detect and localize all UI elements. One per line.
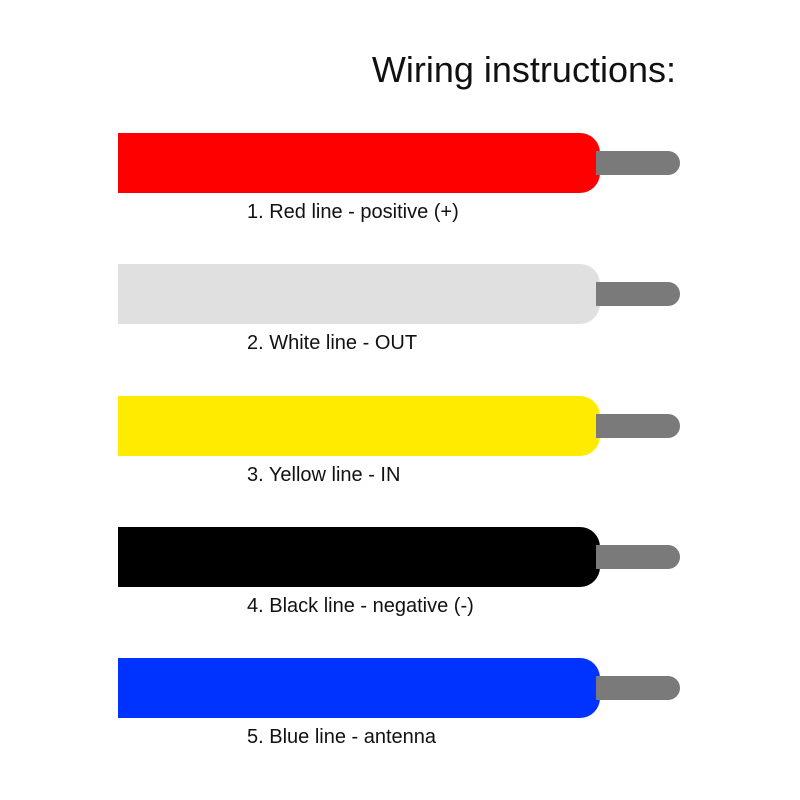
wire-insulation-blue	[118, 658, 600, 718]
wire-label-yellow: 3. Yellow line - IN	[247, 464, 401, 486]
wire-conductor-white	[596, 282, 680, 306]
wire-conductor-blue	[596, 676, 680, 700]
wire-insulation-white	[118, 264, 600, 324]
wire-conductor-yellow	[596, 414, 680, 438]
wire-conductor-red	[596, 151, 680, 175]
wire-yellow: 3. Yellow line - IN	[0, 396, 800, 506]
wire-insulation-red	[118, 133, 600, 193]
wire-label-blue: 5. Blue line - antenna	[247, 726, 437, 748]
page-title: Wiring instructions:	[371, 49, 676, 90]
wire-label-black: 4. Black line - negative (-)	[247, 595, 474, 617]
wire-label-white: 2. White line - OUT	[247, 332, 418, 354]
wire-white: 2. White line - OUT	[0, 264, 800, 374]
wire-conductor-black	[596, 545, 680, 569]
wire-label-red: 1. Red line - positive (+)	[247, 201, 459, 223]
wire-red: 1. Red line - positive (+)	[0, 133, 800, 243]
wire-blue: 5. Blue line - antenna	[0, 658, 800, 768]
wire-insulation-yellow	[118, 396, 600, 456]
wire-insulation-black	[118, 527, 600, 587]
wire-black: 4. Black line - negative (-)	[0, 527, 800, 637]
